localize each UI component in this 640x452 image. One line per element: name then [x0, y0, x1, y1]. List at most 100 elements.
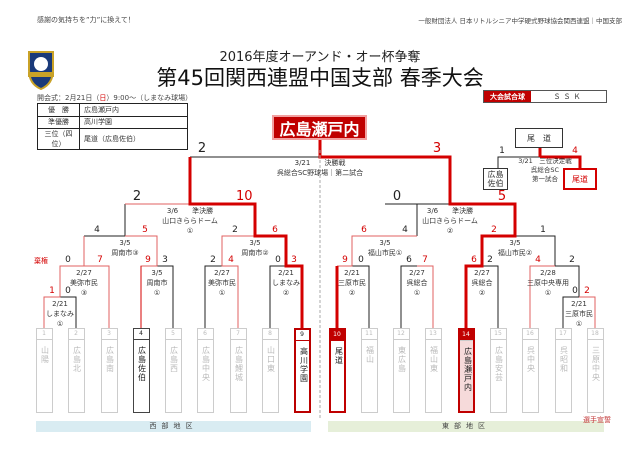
match-field-number: ①	[153, 289, 161, 297]
match-round: 準決勝	[452, 207, 474, 215]
match-field-number: ①	[544, 289, 552, 297]
match-score: 2	[132, 189, 142, 204]
team-number: 17	[555, 329, 571, 340]
team-slot: 15 広島安芸	[489, 328, 507, 413]
league-logo	[28, 51, 54, 90]
match-score: 6	[361, 225, 367, 235]
team-slot: 8 山口東	[261, 328, 279, 413]
match-venue: 周南市③	[111, 249, 139, 257]
opening-ceremony: 開会式：2月21日（日）9:00～（しまなみ球場）	[37, 94, 193, 102]
champion-box: 広島瀬戸内	[272, 115, 367, 140]
match-venue: しまなみ	[46, 310, 74, 318]
team-name: 呉中央	[526, 346, 536, 373]
team-number: 1	[36, 329, 52, 340]
match-venue: しまなみ	[272, 279, 300, 287]
team-name: 山口東	[266, 346, 276, 373]
team-name: 広島北	[72, 346, 82, 373]
match-score: 0	[358, 255, 364, 265]
match-info: 2/27 美弥市民 ③	[54, 268, 114, 298]
match-score: 3	[291, 255, 297, 265]
team-name: 山陽	[40, 346, 50, 364]
match-score: 5	[497, 189, 507, 204]
team-number: 3	[101, 329, 117, 340]
match-score: 7	[97, 255, 103, 265]
team-name: 広島佐伯	[137, 346, 147, 382]
team-number: 5	[165, 329, 181, 340]
team-slot: 4 広島佐伯	[132, 328, 150, 413]
match-venue: 周南市	[146, 279, 168, 287]
team-number: 4	[133, 329, 149, 340]
match-date: 2/21	[571, 300, 587, 308]
organization: 一般財団法人 日本リトルシニア中学硬式野球協会関西連盟｜中国支部	[418, 17, 622, 25]
match-score: 0	[275, 255, 281, 265]
team-number: 9	[295, 330, 309, 341]
team-name: 広島西	[169, 346, 179, 373]
team-number: 14	[459, 330, 473, 341]
match-field-number: ①	[56, 320, 64, 328]
match-venue: 美弥市民	[70, 279, 98, 287]
match-score: 10	[236, 189, 253, 204]
match-score: 2	[584, 286, 590, 296]
match-date: 2/21	[52, 300, 68, 308]
team-name: 福山東	[429, 346, 439, 373]
match-score: 4	[535, 255, 541, 265]
third-score-right: 4	[572, 146, 578, 156]
match-score: 0	[65, 255, 71, 265]
team-number: 18	[587, 329, 603, 340]
match-date: 2/27	[214, 269, 230, 277]
team-name: 広島安芸	[494, 346, 504, 382]
match-date: 3/5	[249, 239, 261, 247]
team-name: 広島鯉城	[234, 346, 244, 382]
team-slot: 2 広島北	[67, 328, 85, 413]
match-date: 2/27	[76, 269, 92, 277]
match-venue: 山口きららドーム①	[162, 217, 218, 235]
match-score: 0	[572, 286, 578, 296]
tournament-title: 第45回関西連盟中国支部 春季大会	[156, 66, 484, 90]
match-date: 3/5	[119, 239, 131, 247]
match-date: 3/5	[151, 269, 163, 277]
match-score: 5	[142, 225, 148, 235]
match-date: 2/21	[278, 269, 294, 277]
match-venue: 呉総合	[406, 279, 428, 287]
team-number: 8	[262, 329, 278, 340]
match-info: 3/5 周南市 ①	[127, 268, 187, 298]
team-name: 呉昭和	[559, 346, 569, 373]
final-score-right: 3	[432, 141, 442, 156]
team-name: 広島中央	[201, 346, 211, 382]
match-score: 2	[569, 255, 575, 265]
team-number: 15	[490, 329, 506, 340]
match-score: 6	[406, 255, 412, 265]
match-info: 3/6 準決勝山口きららドーム②	[420, 206, 480, 236]
team-number: 2	[68, 329, 84, 340]
final-match-info: 3/21 決勝戦呉総合SC野球場｜第二試合	[276, 159, 364, 177]
match-date: 3/6	[166, 207, 179, 215]
match-field-number: ③	[80, 289, 88, 297]
match-info: 3/6 準決勝山口きららドーム①	[160, 206, 220, 236]
match-score: 0	[392, 189, 402, 204]
team-slot: 16 呉中央	[521, 328, 539, 413]
team-number: 13	[425, 329, 441, 340]
region-east: 東部地区	[328, 421, 604, 432]
match-venue: 呉総合	[471, 279, 493, 287]
team-name: 福山	[365, 346, 375, 364]
match-score: 0	[65, 286, 71, 296]
team-number: 16	[522, 329, 538, 340]
match-score: 6	[471, 255, 477, 265]
match-round: 準決勝	[192, 207, 214, 215]
